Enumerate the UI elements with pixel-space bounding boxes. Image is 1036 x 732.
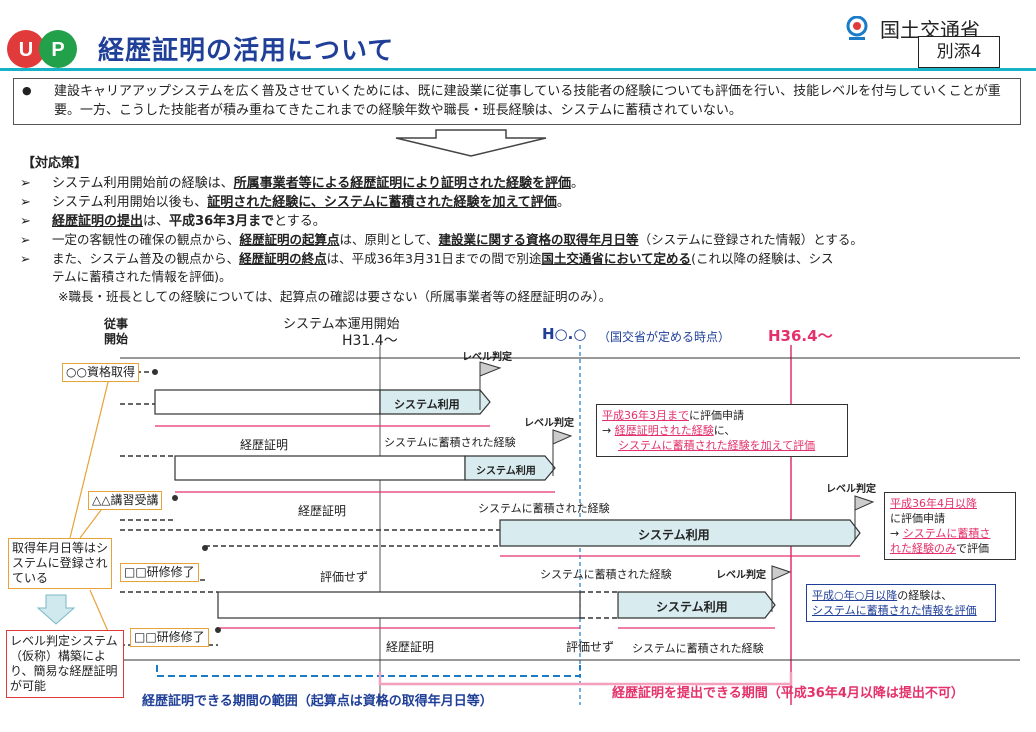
accumulated-label: システムに蓄積された経験: [384, 436, 516, 449]
system-info-box: 平成○年○月以降の経験は、 システムに蓄積された情報を評価: [806, 584, 996, 622]
measure-item-2: ➢システム利用開始以後も、証明された経験に、システムに蓄積された経験を加えて評価…: [20, 195, 570, 210]
career-timeline-diagram: [36, 345, 1020, 705]
work-start-label-2: 開始: [104, 332, 129, 346]
cert-range-label: 経歴証明できる期間の範囲（起算点は資格の取得年月日等）: [142, 694, 493, 709]
measures-heading: 【対応策】: [22, 156, 88, 171]
training-box: □□研修修了: [120, 563, 199, 582]
measure-marker: ➢: [20, 232, 31, 247]
not-evaluated-label: 評価せず: [320, 570, 369, 584]
training-box: □□研修修了: [130, 628, 209, 647]
h36-label: H36.4〜: [768, 327, 833, 345]
accumulated-label: システムに蓄積された経験: [632, 642, 764, 655]
course-box: △△講習受講: [88, 491, 163, 510]
measure-marker: ➢: [20, 195, 31, 210]
logo-letter-p: P: [51, 39, 64, 61]
system-start-label: システム本運用開始: [283, 317, 400, 332]
ho-label: H○.○: [542, 325, 587, 343]
level-judgement-label: レベル判定: [716, 570, 766, 581]
level-system-note: レベル判定システム（仮称）構築により、簡易な経歴証明が可能: [6, 630, 124, 698]
down-arrow-icon: [395, 129, 547, 157]
intro-box: 建設キャリアアップシステムを広く普及させていくためには、既に建設業に従事している…: [13, 78, 1021, 125]
page-title: 経歴証明の活用について: [98, 36, 395, 66]
registered-note: 取得年月日等はシステムに登録されている: [8, 538, 112, 589]
appendix-label: 別添4: [918, 36, 1000, 68]
evaluation-box-before-h36: 平成36年3月までに評価申請 → 経歴証明された経験に、 システムに蓄積された経…: [596, 404, 848, 457]
ministry-logo-icon: [846, 16, 868, 40]
career-cert-label: 経歴証明: [386, 640, 435, 654]
measure-note: ※職長・班長としての経験については、起算点の確認は要さない（所属事業者等の経歴証…: [58, 289, 612, 304]
measure-item-3: ➢経歴証明の提出は、平成36年3月までとする。: [20, 214, 326, 229]
system-use-label: システム利用: [656, 600, 728, 614]
level-judgement-label: レベル判定: [524, 418, 574, 429]
submission-period-label: 経歴証明を提出できる期間（平成36年4月以降は提出不可）: [612, 686, 964, 701]
measure-item-5: ➢また、システム普及の観点から、経歴証明の終点は、平成36年3月31日までの間で…: [20, 251, 834, 266]
system-use-label: システム利用: [638, 528, 710, 542]
measure-marker: ➢: [20, 214, 31, 229]
level-judgement-label: レベル判定: [826, 484, 876, 495]
measure-item-5-cont: テムに蓄積された情報を評価)。: [52, 269, 232, 284]
measure-marker: ➢: [20, 176, 31, 191]
career-cert-label: 経歴証明: [240, 438, 289, 452]
ho-note: （国交省が定める時点）: [598, 330, 731, 344]
accumulated-label: システムに蓄積された経験: [478, 502, 610, 515]
title-underline: [0, 68, 1036, 71]
accumulated-label: システムに蓄積された経験: [540, 568, 672, 581]
logo-letter-u: U: [19, 39, 33, 61]
qualification-box: ○○資格取得: [62, 363, 139, 382]
measure-item-1: ➢システム利用開始前の経験は、所属事業者等による経歴証明により証明された経験を評…: [20, 176, 584, 191]
career-cert-label: 経歴証明: [298, 504, 347, 518]
intro-text: 建設キャリアアップシステムを広く普及させていくためには、既に建設業に従事している…: [54, 84, 1001, 118]
system-start-date: H31.4〜: [342, 333, 398, 349]
up-logo-icon: U P: [7, 30, 77, 68]
measure-item-4: ➢一定の客観性の確保の観点から、経歴証明の起算点は、原則として、建設業に関する資…: [20, 232, 863, 247]
work-start-label-1: 従事: [104, 317, 129, 331]
not-evaluated-label: 評価せず: [566, 640, 615, 654]
system-use-label: システム利用: [394, 398, 460, 411]
system-use-label: システム利用: [476, 466, 536, 477]
evaluation-box-after-h36: 平成36年4月以降 に評価申請 → システムに蓄積さ れた経験のみで評価: [884, 492, 1016, 560]
measure-marker: ➢: [20, 251, 31, 266]
intro-bullet: ●: [22, 84, 32, 97]
level-judgement-label: レベル判定: [462, 352, 512, 363]
